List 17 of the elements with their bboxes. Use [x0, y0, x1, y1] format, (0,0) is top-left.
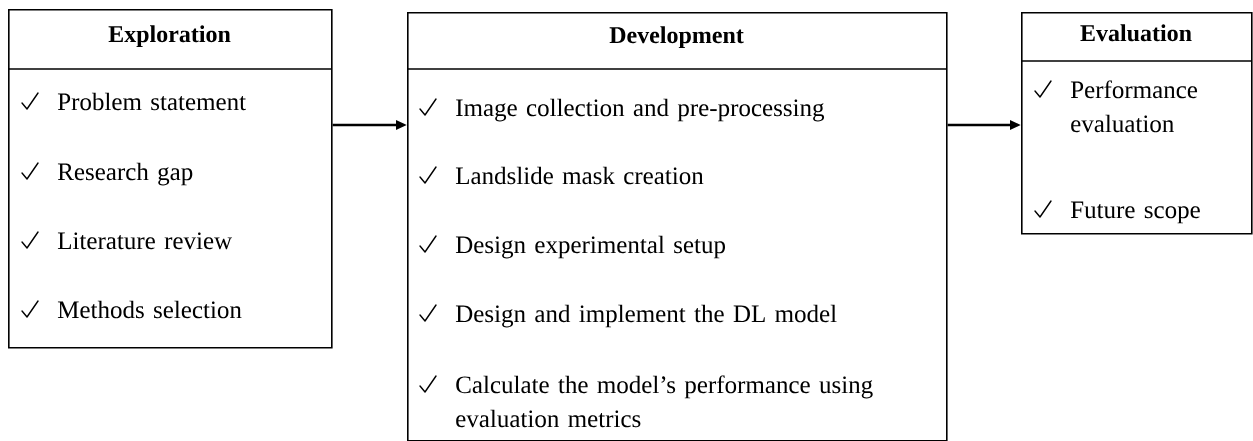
heading-text: Development — [609, 26, 744, 49]
list-item: Calculate the model’s performance using evaluation metrics — [456, 375, 873, 428]
list-item: Design and implement the DL model — [455, 304, 837, 328]
list-item: Image collection and pre-processing — [456, 98, 825, 122]
list-item: Future scope — [1070, 201, 1200, 224]
heading-text: Evaluation — [1080, 24, 1192, 42]
list-item: Design experimental setup — [455, 235, 725, 259]
list-item: Literature review — [57, 232, 233, 250]
phase-box — [1020, 12, 1253, 235]
phase-box — [406, 12, 948, 441]
heading-text: Exploration — [108, 25, 231, 48]
list-item: Problem statement — [57, 92, 246, 111]
list-item: Landslide mask creation — [455, 166, 704, 185]
list-item: Performance evaluation — [1070, 80, 1198, 133]
list-item: Methods selection — [57, 300, 242, 319]
phase-box — [7, 9, 333, 349]
list-item: Research gap — [57, 162, 193, 186]
